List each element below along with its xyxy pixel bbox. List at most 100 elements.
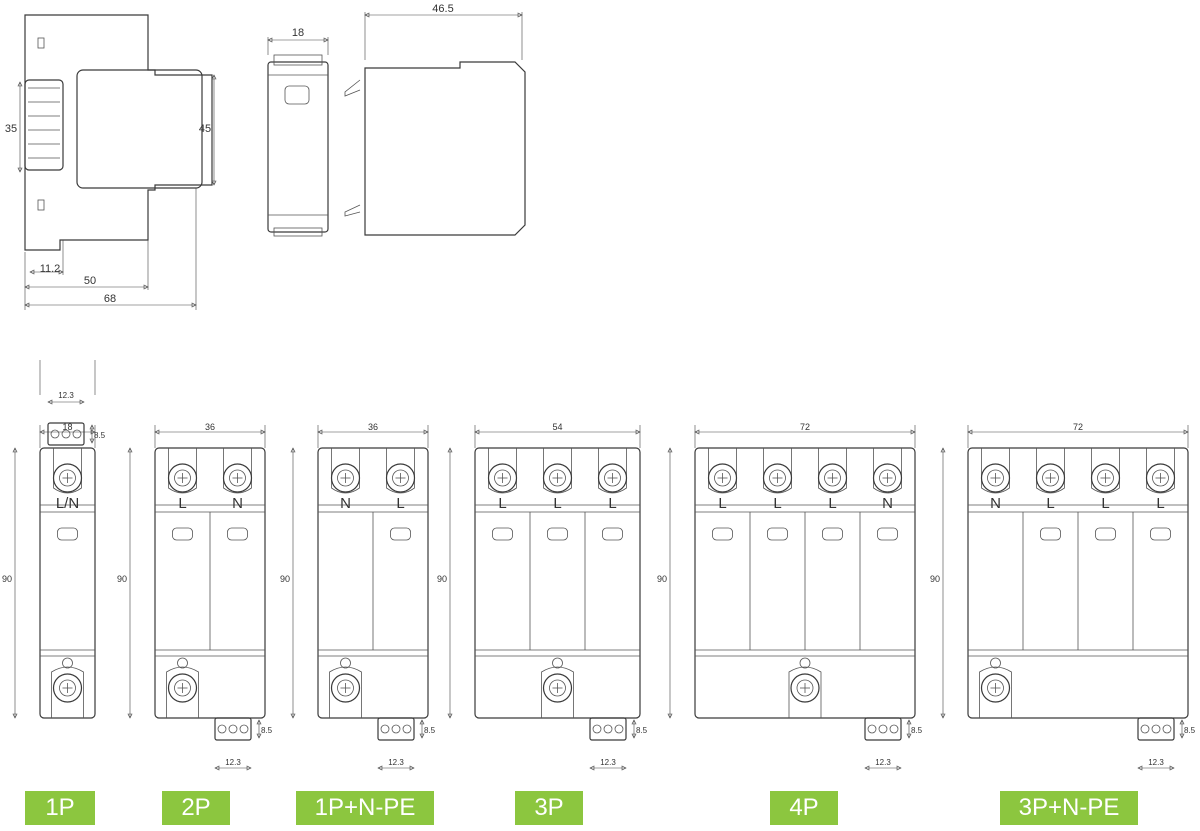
screw-icon <box>1151 724 1161 734</box>
dim-11-2-label: 11.2 <box>40 263 61 275</box>
terminal-height-label: 8.5 <box>636 726 648 735</box>
top-terminal <box>762 448 793 494</box>
pole-label: N <box>882 495 893 512</box>
terminal-screw-icon <box>817 463 848 493</box>
height-dim-label: 90 <box>117 574 127 584</box>
ground-icon <box>62 657 73 669</box>
terminal-screw-icon <box>790 673 820 703</box>
front-body <box>267 61 329 233</box>
module-tag: 4P <box>770 791 838 825</box>
width-dim-label: 54 <box>552 422 562 432</box>
width-dim <box>154 429 266 435</box>
terminal-screw-icon <box>542 673 573 703</box>
pe-terminal <box>329 657 362 718</box>
front-window <box>284 85 310 105</box>
terminal-screw-icon <box>222 463 253 493</box>
status-window <box>227 527 248 541</box>
din-clip <box>24 79 64 171</box>
width-dim <box>474 429 641 435</box>
terminal-screw-icon <box>385 463 416 493</box>
screw-icon <box>61 429 71 439</box>
module-body <box>154 447 266 719</box>
terminal-screw-icon <box>167 463 198 493</box>
top-terminal <box>872 448 903 494</box>
pole-label: L <box>718 495 726 512</box>
pole-label: L <box>608 495 616 512</box>
terminal-pitch-dim <box>377 765 415 771</box>
module-body <box>694 447 916 719</box>
remote-terminal-block <box>47 422 85 446</box>
remote-terminal-block <box>864 717 902 741</box>
remote-terminal-block <box>1137 717 1175 741</box>
module-body <box>474 447 641 719</box>
depth-view: 46.5 <box>344 3 526 236</box>
status-window <box>712 527 733 541</box>
terminal-pitch-label: 12.3 <box>600 758 616 767</box>
height-dim <box>127 447 133 719</box>
terminal-height-dim <box>1179 719 1185 739</box>
status-window <box>57 527 78 541</box>
terminal-screw-icon <box>330 673 361 703</box>
dim-35-label: 35 <box>5 123 17 135</box>
pole-label: L <box>828 495 836 512</box>
depth-body <box>364 61 526 236</box>
screw-icon <box>72 429 82 439</box>
dim-68-label: 68 <box>104 293 116 305</box>
terminal-screw-icon <box>167 673 198 703</box>
screw-icon <box>228 724 238 734</box>
screw-icon <box>614 724 624 734</box>
top-terminal <box>1145 448 1176 494</box>
pe-terminal <box>166 657 199 718</box>
terminal-pitch-label: 12.3 <box>875 758 891 767</box>
status-window <box>822 527 843 541</box>
pole-label: L <box>773 495 781 512</box>
status-window <box>547 527 568 541</box>
pole-label: N <box>340 495 351 512</box>
terminal-height-dim <box>256 719 262 739</box>
terminal-pitch-dim <box>864 765 902 771</box>
pe-terminal <box>51 657 84 718</box>
terminal-height-label: 8.5 <box>911 726 923 735</box>
front-bottom-tab <box>273 227 323 237</box>
height-dim <box>940 447 946 719</box>
status-window <box>492 527 513 541</box>
height-dim-label: 90 <box>930 574 940 584</box>
screw-icon <box>592 724 602 734</box>
front-top-tab <box>273 54 323 66</box>
terminal-block <box>589 717 627 741</box>
ground-icon <box>340 657 351 669</box>
top-terminal <box>1035 448 1066 494</box>
terminal-screw-icon <box>542 463 573 493</box>
status-window <box>1095 527 1116 541</box>
screw-icon <box>380 724 390 734</box>
top-terminal <box>167 448 198 494</box>
pole-label: N <box>990 495 1001 512</box>
side-cover <box>76 69 203 189</box>
top-terminal <box>52 448 83 494</box>
side-notch-top <box>37 37 45 49</box>
side-outline <box>24 14 213 251</box>
pole-label: L <box>178 495 186 512</box>
status-window <box>602 527 623 541</box>
width-dim <box>967 429 1189 435</box>
ground-icon <box>177 657 188 669</box>
terminal-screw-icon <box>762 463 793 493</box>
pole-label: L <box>1101 495 1109 512</box>
terminal-height-label: 8.5 <box>1184 726 1196 735</box>
height-dim <box>290 447 296 719</box>
terminal-height-dim <box>906 719 912 739</box>
pole-label: L <box>1156 495 1164 512</box>
depth-pin-top <box>344 79 361 97</box>
dim-46-5-label: 46.5 <box>432 3 453 15</box>
terminal-block <box>1137 717 1175 741</box>
screw-icon <box>889 724 899 734</box>
remote-terminal-block <box>377 717 415 741</box>
screw-icon <box>1140 724 1150 734</box>
dim-35 <box>17 81 23 173</box>
module-tag: 2P <box>162 791 230 825</box>
